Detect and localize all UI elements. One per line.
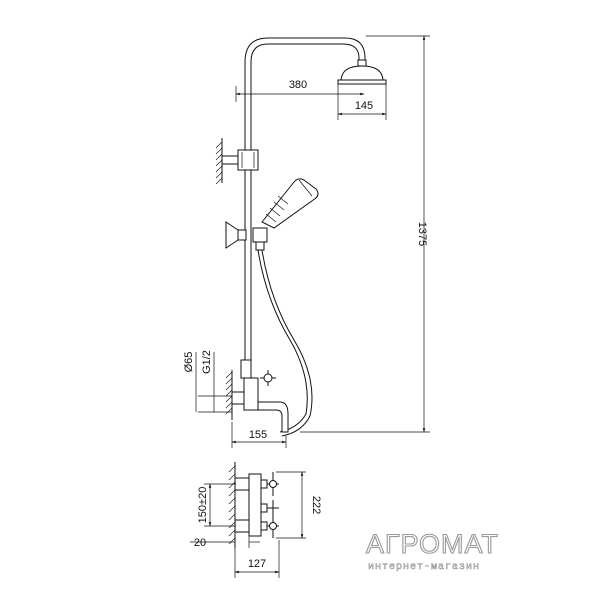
hand-shower-holder xyxy=(252,227,268,251)
dim-outlet-diameter: Ø65 xyxy=(183,352,232,413)
middle-wall-bracket xyxy=(225,221,247,249)
overhead-shower-head xyxy=(337,59,387,85)
label-mixer-height: 222 xyxy=(310,496,322,514)
label-inlet-spacing: 150±20 xyxy=(197,487,209,524)
dim-spout-length: 155 xyxy=(231,422,287,448)
dim-wall-offset: 20 xyxy=(190,534,260,549)
dim-inlet-spacing: 150±20 xyxy=(197,483,236,527)
label-spout-length: 155 xyxy=(249,429,267,441)
label-rail-reach: 380 xyxy=(289,79,307,91)
label-total-height: 1375 xyxy=(416,222,428,246)
dim-mixer-depth: 127 xyxy=(234,540,280,578)
label-mixer-depth: 127 xyxy=(248,558,266,570)
hand-shower xyxy=(261,178,319,229)
label-wall-offset: 20 xyxy=(194,537,206,549)
dim-total-height: 1375 xyxy=(300,35,430,433)
label-thread-size: G1/2 xyxy=(201,350,213,374)
dim-rail-reach: 380 xyxy=(235,79,365,102)
bath-mixer xyxy=(225,359,289,433)
upper-wall-bracket xyxy=(215,138,259,185)
dim-mixer-height: 222 xyxy=(276,471,322,539)
dim-head-diameter: 145 xyxy=(337,84,387,120)
label-outlet-diameter: Ø65 xyxy=(183,352,195,373)
shower-rail-assembly xyxy=(244,37,366,370)
store-watermark: АГРОМАТ интернет-магазин xyxy=(365,528,499,573)
label-head-diameter: 145 xyxy=(355,100,373,112)
watermark-brand: АГРОМАТ xyxy=(366,529,499,559)
dim-thread-size: G1/2 xyxy=(201,350,215,412)
shower-hose xyxy=(257,249,313,437)
watermark-tagline: интернет-магазин xyxy=(368,562,480,573)
mixer-side-view xyxy=(228,462,279,548)
